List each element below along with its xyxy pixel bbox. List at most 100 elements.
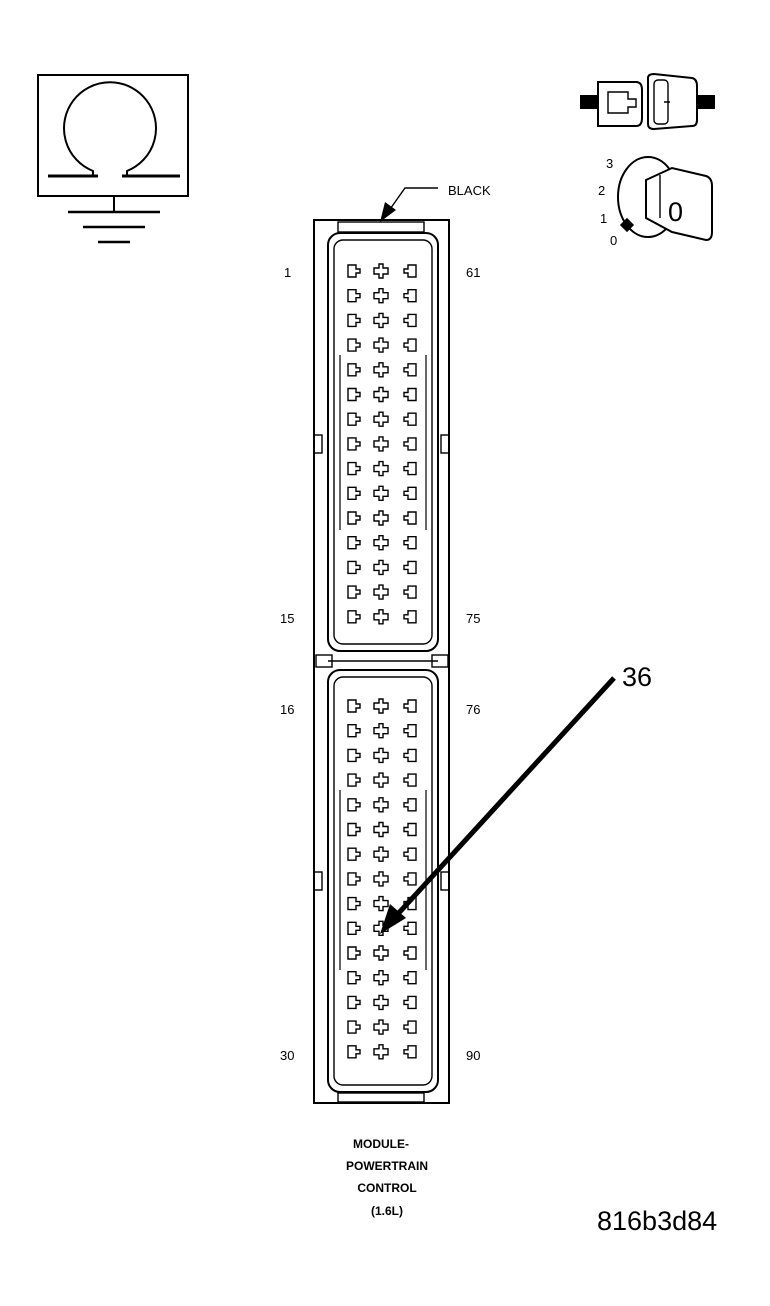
pin-cavity	[373, 460, 389, 477]
pin-cavity	[373, 1019, 389, 1035]
caption-line-4: (1.6L)	[371, 1204, 403, 1218]
pin-cavity	[403, 847, 417, 861]
pin-cavity	[347, 1045, 361, 1059]
pin-grid-lower	[347, 698, 417, 1060]
pin-cavity	[347, 387, 361, 402]
pin-cavity	[403, 872, 417, 886]
pin-cavity	[347, 699, 361, 713]
pin-label-75: 75	[466, 611, 480, 626]
key-symbol: 0	[668, 197, 683, 227]
pin-cavity	[403, 610, 417, 624]
connector-disconnect-icon	[580, 72, 715, 131]
pin-cavity	[403, 585, 417, 599]
pin-cavity	[347, 585, 361, 599]
pin-cavity	[347, 264, 361, 278]
pin-cavity	[347, 289, 361, 303]
pin-cavity	[347, 610, 361, 624]
pin-cavity	[403, 363, 417, 377]
figure-id: 816b3d84	[597, 1206, 717, 1236]
pin-cavity	[347, 560, 361, 575]
pin-cavity	[347, 773, 361, 787]
pin-cavity	[373, 485, 389, 501]
pin-cavity	[347, 511, 361, 525]
pin-cavity	[373, 1044, 389, 1060]
pin-cavity	[373, 846, 389, 862]
pin-cavity	[347, 748, 361, 763]
pin-cavity	[373, 871, 389, 887]
ignition-key-icon: 3 2 1 0 0	[598, 156, 713, 248]
caption-line-1: MODULE-	[353, 1137, 409, 1151]
pin-cavity	[403, 511, 417, 525]
pin-callout-arrow: 36	[380, 662, 652, 934]
pin-cavity	[347, 1020, 361, 1034]
pin-cavity	[373, 263, 389, 279]
pin-cavity	[373, 723, 389, 739]
pin-cavity	[373, 386, 389, 403]
pin-cavity	[403, 560, 417, 575]
caption-line-2: POWERTRAIN	[346, 1159, 428, 1173]
pin-cavity	[373, 559, 389, 576]
pin-cavity	[403, 995, 417, 1010]
pin-cavity	[403, 971, 417, 985]
pin-cavity	[403, 486, 417, 500]
pin-cavity	[373, 747, 389, 764]
pin-cavity	[347, 536, 361, 550]
pin-cavity	[347, 971, 361, 985]
pin-cavity	[347, 437, 361, 451]
connector-caption: MODULE- POWERTRAIN CONTROL (1.6L)	[346, 1137, 428, 1218]
pin-cavity	[403, 1045, 417, 1059]
pin-cavity	[347, 338, 361, 352]
pin-label-30: 30	[280, 1048, 294, 1063]
pin-cavity	[373, 821, 389, 838]
color-callout: BLACK	[380, 183, 491, 222]
pin-cavity	[373, 288, 389, 304]
pin-grid-upper	[347, 263, 417, 625]
pin-cavity	[373, 535, 389, 551]
pin-label-16: 16	[280, 702, 294, 717]
pin-cavity	[373, 411, 389, 427]
pin-cavity	[347, 486, 361, 500]
pin-cavity	[373, 945, 389, 961]
pin-label-90: 90	[466, 1048, 480, 1063]
pin-cavity	[347, 896, 361, 911]
pin-cavity	[403, 822, 417, 837]
pin-cavity	[373, 362, 389, 378]
ignition-position-0: 0	[610, 233, 617, 248]
pin-cavity	[373, 797, 389, 813]
ignition-position-3: 3	[606, 156, 613, 171]
pin-cavity	[373, 970, 389, 986]
pin-cavity	[373, 337, 389, 353]
pin-cavity	[347, 412, 361, 426]
pin-cavity	[373, 895, 389, 912]
pin-cavity	[373, 312, 389, 329]
pin-cavity	[403, 289, 417, 303]
pin-cavity	[347, 724, 361, 738]
pin-cavity	[403, 461, 417, 476]
pin-cavity	[403, 699, 417, 713]
pin-cavity	[403, 798, 417, 812]
pin-cavity	[347, 995, 361, 1010]
pin-cavity	[347, 822, 361, 837]
pin-cavity	[403, 264, 417, 278]
pin-cavity	[403, 387, 417, 402]
pin-cavity	[403, 921, 417, 935]
pin-cavity	[373, 994, 389, 1011]
connector-body	[313, 219, 450, 1104]
pin-cavity	[403, 946, 417, 960]
pin-cavity	[403, 536, 417, 550]
ohm-ground-icon	[37, 74, 189, 244]
pin-cavity	[403, 437, 417, 451]
pin-cavity	[403, 773, 417, 787]
pin-cavity	[403, 338, 417, 352]
pin-cavity	[403, 313, 417, 328]
pin-cavity	[403, 1020, 417, 1034]
pin-cavity	[347, 798, 361, 812]
pin-cavity	[347, 847, 361, 861]
pin-label-61: 61	[466, 265, 480, 280]
pin-cavity	[403, 412, 417, 426]
connector-color-label: BLACK	[448, 183, 491, 198]
pin-label-1: 1	[284, 265, 291, 280]
pin-cavity	[373, 772, 389, 788]
pin-cavity	[373, 436, 389, 452]
pin-cavity	[347, 363, 361, 377]
